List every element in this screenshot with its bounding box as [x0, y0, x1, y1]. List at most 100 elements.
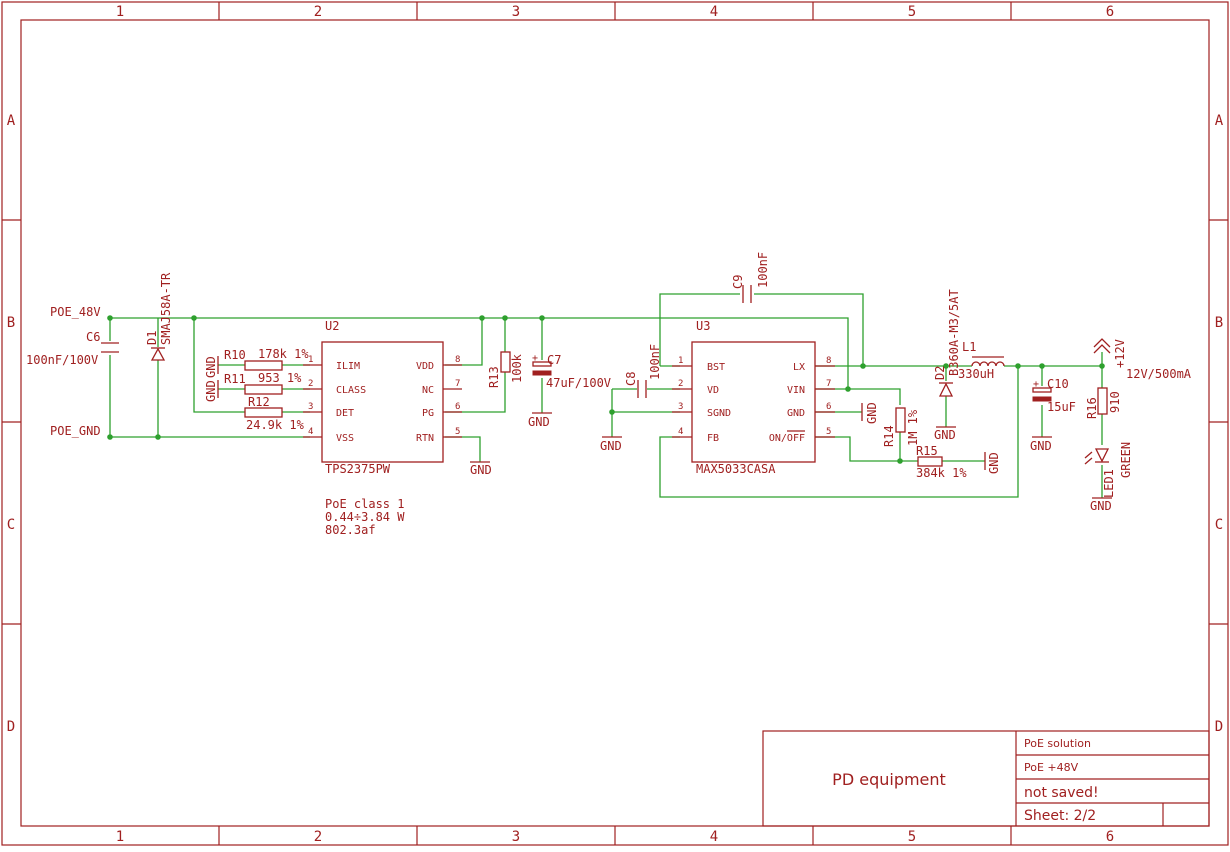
l1-name: L1: [962, 340, 976, 354]
title-block-status: not saved!: [1024, 785, 1099, 801]
column-label: 3: [512, 829, 520, 845]
net-label-poe-48v: POE_48V: [50, 305, 101, 319]
svg-text:GND: GND: [528, 415, 550, 429]
title-block-sheet: Sheet: 2/2: [1024, 808, 1096, 824]
u3-pin-num: 2: [678, 379, 683, 389]
svg-text:GND: GND: [470, 463, 492, 477]
resistor-r10: R10 178k 1%: [224, 347, 309, 371]
row-label: B: [7, 315, 15, 331]
title-block-title: PD equipment: [832, 770, 946, 789]
d2-name: D2: [933, 366, 947, 380]
frame-row-labels-right: A B C D: [1215, 113, 1224, 735]
gnd-symbol: GND: [934, 426, 956, 442]
title-block-project: PoE solution: [1024, 737, 1091, 750]
u2-pin-num: 4: [308, 427, 313, 437]
column-label: 2: [314, 829, 322, 845]
led1-name: LED1: [1102, 469, 1116, 498]
svg-text:GND: GND: [600, 439, 622, 453]
u3-pin-label: GND: [787, 408, 805, 419]
u3-pin-num: 5: [826, 427, 831, 437]
c9-name: C9: [731, 275, 745, 289]
r14-name: R14: [882, 425, 896, 447]
u2-pin-label: PG: [422, 408, 434, 419]
net-label-poe-gnd: POE_GND: [50, 424, 101, 438]
u3-value: MAX5033CASA: [696, 462, 776, 476]
svg-text:GND: GND: [204, 356, 218, 378]
capacitor-c9: C9 100nF: [731, 252, 770, 303]
r10-value: 178k 1%: [258, 347, 309, 361]
gnd-symbol: GND: [204, 380, 219, 402]
column-label: 4: [710, 829, 718, 845]
c9-value: 100nF: [756, 252, 770, 288]
r14-value: 1M 1%: [906, 409, 920, 446]
u2-pin-label: RTN: [416, 433, 434, 444]
row-label: A: [7, 113, 16, 129]
capacitor-c8: C8 100nF: [624, 344, 662, 398]
r10-name: R10: [224, 348, 246, 362]
r11-name: R11: [224, 372, 246, 386]
column-label: 6: [1106, 4, 1114, 20]
note-line: 802.3af: [325, 523, 376, 537]
u2-pin-label: VSS: [336, 433, 354, 444]
row-label: C: [7, 517, 15, 533]
u3-pin-label: SGND: [707, 408, 731, 419]
resistor-r12: R12 24.9k 1%: [244, 395, 305, 432]
u2-pin-label: NC: [422, 385, 434, 396]
u3-pin-label: ON/OFF: [769, 433, 805, 444]
led1-value: GREEN: [1119, 442, 1133, 478]
gnd-symbol: GND: [204, 356, 219, 378]
note-line: 0.44÷3.84 W: [325, 510, 405, 524]
row-label: C: [1215, 517, 1223, 533]
r16-value: 910: [1108, 391, 1122, 413]
d1-name: D1: [145, 331, 159, 345]
c10-value: 15uF: [1047, 400, 1076, 414]
u3-pin-label: BST: [707, 362, 725, 373]
u2-name: U2: [325, 319, 339, 333]
c8-value: 100nF: [648, 344, 662, 380]
svg-text:GND: GND: [204, 380, 218, 402]
resistor-r16: R16 910: [1085, 387, 1122, 419]
r12-name: R12: [248, 395, 270, 409]
gnd-symbol: GND: [984, 452, 1001, 474]
column-label: 5: [908, 829, 916, 845]
u2-pin-label: VDD: [416, 361, 434, 372]
title-block-subtitle: PoE +48V: [1024, 761, 1079, 774]
u3-pin-label: VD: [707, 385, 719, 396]
frame-column-labels-top: 1 2 3 4 5 6: [116, 4, 1114, 20]
column-label: 1: [116, 829, 124, 845]
supply-12v-symbol: +12V: [1093, 338, 1127, 368]
gnd-symbol: GND: [861, 402, 879, 424]
u3-pin-label: FB: [707, 433, 719, 444]
u3-pin-num: 4: [678, 427, 683, 437]
r16-name: R16: [1085, 397, 1099, 419]
notes-poe-class: PoE class 1 0.44÷3.84 W 802.3af: [325, 497, 405, 537]
resistor-r14: R14 1M 1%: [882, 407, 920, 447]
inductor-l1: L1 330uH: [958, 340, 1005, 381]
ic-u2: U2 TPS2375PW 1 2 3 4 ILIM CLASS DET VSS …: [303, 319, 462, 476]
capacitor-c6: C6 100nF/100V: [26, 330, 119, 367]
r12-value: 24.9k 1%: [246, 418, 305, 432]
u3-pin-num: 3: [678, 402, 683, 412]
u2-pin-num: 8: [455, 355, 460, 365]
gnd-symbol: GND: [600, 436, 622, 453]
u3-pin-num: 1: [678, 356, 683, 366]
gnd-symbol: GND: [470, 461, 492, 477]
svg-text:GND: GND: [865, 402, 879, 424]
u2-pin-label: DET: [336, 408, 354, 419]
u3-pin-num: 6: [826, 402, 831, 412]
u2-pin-num: 3: [308, 402, 313, 412]
note-line: PoE class 1: [325, 497, 404, 511]
gnd-symbol: GND: [1090, 497, 1112, 513]
row-label: A: [1215, 113, 1224, 129]
row-label: D: [7, 719, 15, 735]
c6-name: C6: [86, 330, 100, 344]
u3-pin-num: 8: [826, 356, 831, 366]
resistor-r15: R15 384k 1%: [916, 444, 967, 480]
d1-value: SMAJ58A-TR: [159, 272, 173, 345]
svg-text:GND: GND: [987, 452, 1001, 474]
supply-12v-label: +12V: [1113, 339, 1127, 368]
frame-column-labels-bottom: 1 2 3 4 5 6: [116, 829, 1114, 845]
svg-text:GND: GND: [1090, 499, 1112, 513]
svg-text:GND: GND: [934, 428, 956, 442]
